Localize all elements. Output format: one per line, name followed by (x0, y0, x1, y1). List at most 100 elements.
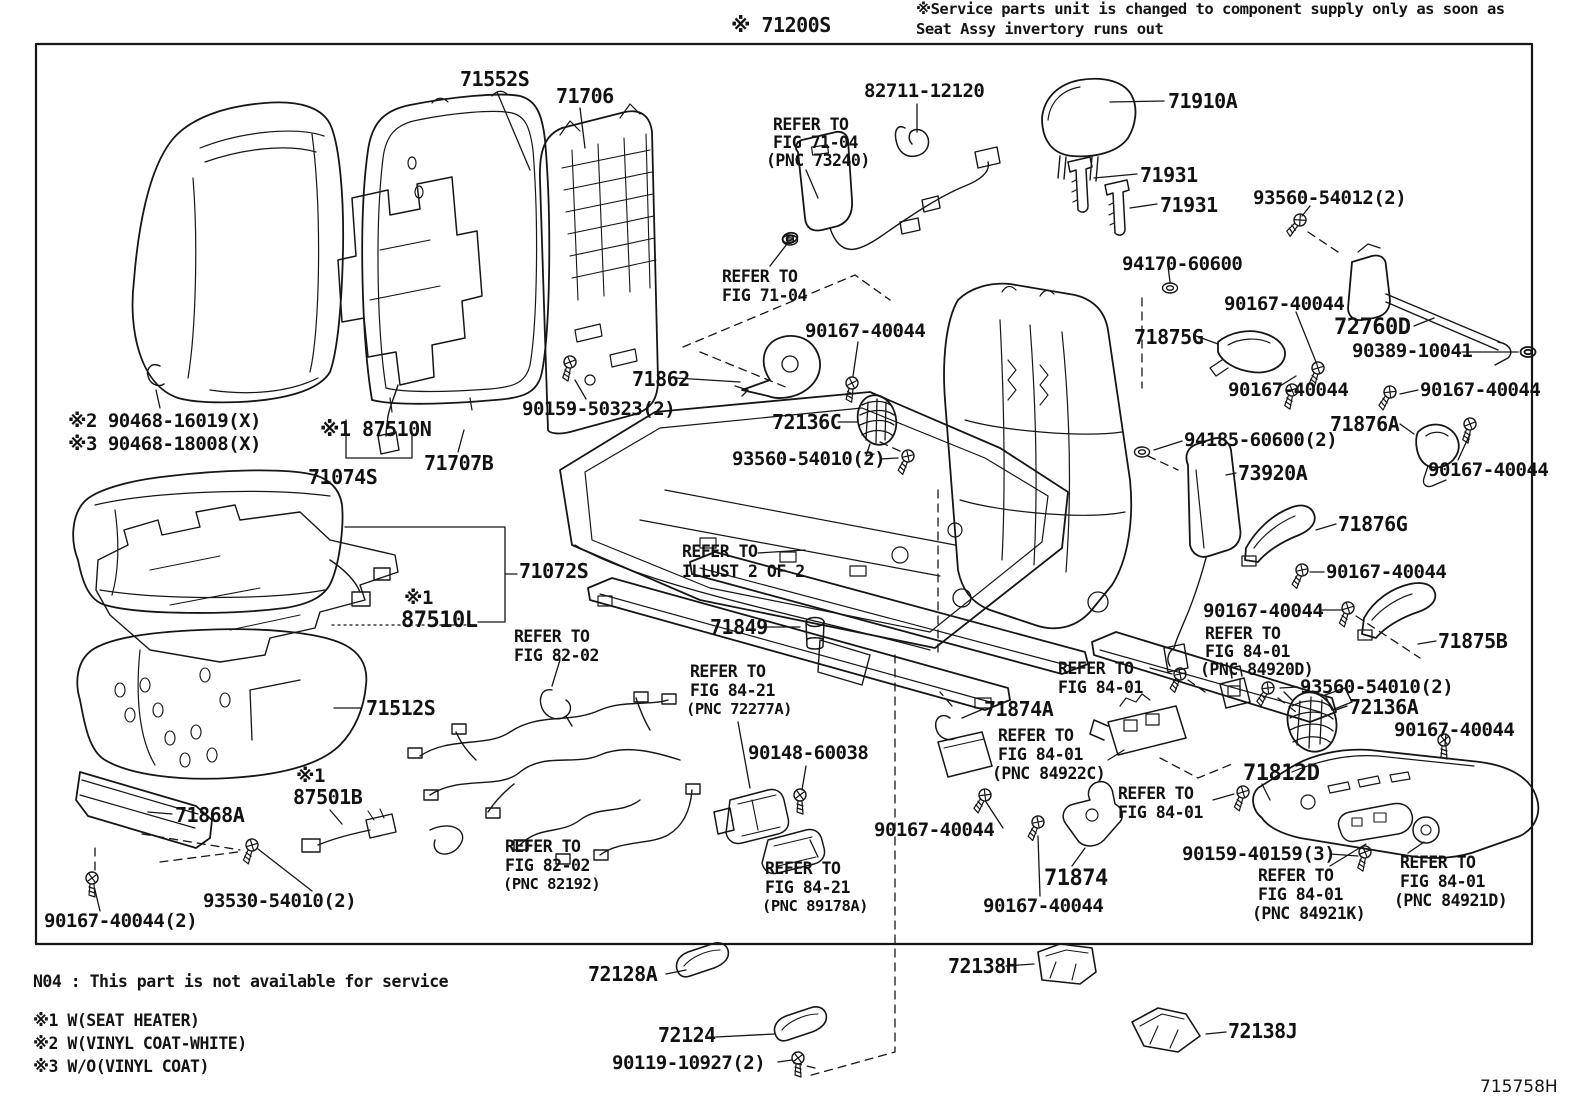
part-number-label: 71875G (1134, 325, 1204, 349)
part-number-label: 90148-60038 (748, 742, 869, 764)
part-number-label: 71868A (175, 803, 245, 827)
hook-71874A (934, 714, 993, 778)
reference-label: (PNC 84922C) (992, 764, 1106, 783)
part-number-label: 90167-40044 (1203, 600, 1324, 622)
reference-label: REFER TO (1118, 784, 1194, 803)
part-number-label: 71812D (1243, 761, 1320, 786)
part-number-label: 90119-10927(2) (612, 1052, 766, 1074)
part-number-label: 71874A (984, 697, 1054, 721)
part-number-label: 90159-50323(2) (522, 398, 676, 420)
reference-label: (PNC 72277A) (686, 700, 792, 718)
part-number-label: 71931 (1140, 163, 1198, 187)
part-number-label: 90167-40044 (983, 895, 1104, 917)
reference-label: FIG 84-21 (690, 681, 775, 700)
bracket-71876G (1241, 504, 1316, 567)
side-shield-71812D (1252, 748, 1540, 859)
reference-label: (PNC 84921K) (1252, 904, 1366, 923)
reference-label: (PNC 89178A) (762, 897, 868, 915)
reference-label: ILLUST 2 OF 2 (682, 562, 805, 581)
part-number-label: 94185-60600(2) (1184, 429, 1338, 451)
part-number-label: 71862 (632, 367, 690, 391)
figure-code: 715758H (1480, 1077, 1558, 1097)
harness-clip (539, 689, 573, 727)
part-number-label: ※1 (404, 587, 433, 609)
reference-label: REFER TO (722, 267, 798, 286)
wire-clip-82711 (894, 126, 930, 158)
bracket-71875B (1357, 582, 1437, 641)
part-number-label: 90167-40044 (1326, 561, 1447, 583)
part-number-label: 90167-40044 (1428, 459, 1549, 481)
power-seat-switch (1337, 802, 1440, 844)
legend-seat-heater: ※1 W(SEAT HEATER) (33, 1011, 200, 1030)
part-number-label: 71876A (1330, 412, 1400, 436)
switch-bracket (1219, 665, 1251, 709)
reference-label: FIG 71-04 (773, 133, 858, 152)
part-number-label: 93530-54010(2) (203, 890, 357, 912)
recliner-handle (734, 335, 821, 399)
reference-label: (PNC 84921D) (1394, 891, 1508, 910)
side-airbag (1163, 437, 1242, 673)
reference-label: FIG 84-01 (1118, 803, 1203, 822)
part-number-label: ※1 87510N (320, 417, 432, 441)
part-number-label: ※3 90468-18008(X) (68, 433, 262, 455)
part-number-label: 93560-54010(2) (1300, 676, 1454, 698)
seat-switch-assembly (1089, 693, 1187, 756)
service-note: ※Service parts unit is changed to compon… (916, 0, 1505, 38)
reference-label: (PNC 82192) (503, 875, 601, 893)
reference-label: REFER TO (514, 627, 590, 646)
heater-switch (301, 808, 397, 853)
vent-grille-72136C (856, 394, 898, 457)
part-number-label: 72138H (948, 954, 1018, 978)
part-number-label: 72136A (1349, 695, 1419, 719)
part-number-label: 71931 (1160, 193, 1218, 217)
part-number-label: 72128A (588, 962, 658, 986)
diagram-border (34, 42, 1534, 946)
reference-label: FIG 84-01 (998, 745, 1083, 764)
reference-label: REFER TO (1058, 659, 1134, 678)
vent-grille-72136A (1283, 691, 1338, 753)
part-number-label: 90389-10041 (1352, 340, 1473, 362)
reference-label: REFER TO (765, 859, 841, 878)
reference-label: REFER TO (1400, 853, 1476, 872)
seat-cushion (72, 469, 391, 614)
reference-label: (PNC 73240) (766, 151, 870, 170)
reference-label: FIG 71-04 (722, 286, 807, 305)
reference-label: REFER TO (505, 837, 581, 856)
dashed-lines (94, 231, 1421, 1077)
seat-cushion-heater-mat (95, 504, 399, 663)
part-number-label: 71552S (460, 67, 530, 91)
part-number-label: 94170-60600 (1122, 253, 1243, 275)
headrest (1041, 77, 1137, 182)
part-number-label: 71875B (1438, 629, 1508, 653)
reference-label: FIG 84-01 (1400, 872, 1485, 891)
seat-cushion-pad (76, 628, 368, 780)
part-number-label: 72124 (658, 1023, 716, 1047)
clip-72124 (773, 1006, 828, 1042)
headrest-supports (1067, 156, 1130, 236)
clip-72138J (1131, 1007, 1201, 1053)
part-number-label: 90167-40044 (1420, 379, 1541, 401)
reference-label: REFER TO (690, 662, 766, 681)
reference-label: FIG 84-01 (1205, 642, 1290, 661)
reference-label: FIG 84-21 (765, 878, 850, 897)
clip-72128A (675, 942, 730, 978)
part-number-label: 72136C (772, 410, 842, 434)
bracket-71875G (1209, 330, 1286, 377)
part-number-label: 90167-40044 (1394, 719, 1515, 741)
front-shield (75, 771, 213, 849)
reference-label: REFER TO (773, 115, 849, 134)
seat-belt-buckle (780, 126, 1001, 250)
reference-label: FIG 84-01 (1058, 678, 1143, 697)
legend-vinyl-coat-white: ※2 W(VINYL COAT-WHITE) (33, 1034, 247, 1053)
legend-without-vinyl-coat: ※3 W/O(VINYL COAT) (33, 1057, 209, 1076)
part-number-label: ※2 90468-16019(X) (68, 410, 262, 432)
part-number-label: 71849 (710, 615, 768, 639)
belt-guide-71874 (1062, 780, 1123, 847)
reference-label: REFER TO (1205, 624, 1281, 643)
part-number-label: 71072S (519, 559, 589, 583)
availability-note: N04 : This part is not available for ser… (33, 972, 449, 991)
wire-harness (407, 689, 701, 865)
part-number-label: 87510L (401, 608, 478, 633)
